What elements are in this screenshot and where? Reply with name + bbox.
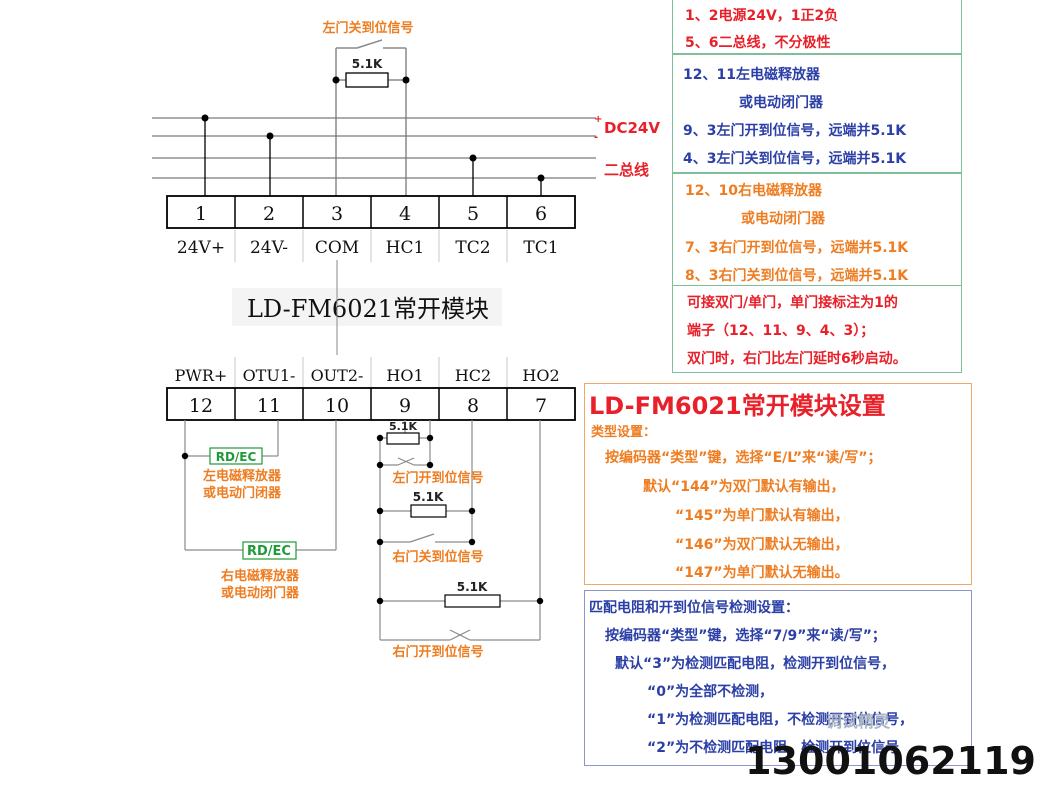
bottom-terminal-strip: PWR+ OTU1- OUT2- HO1 HC2 HO2 12 11 10 9 8 7 <box>166 357 576 421</box>
label-right-open: 右门开到位信号 <box>391 644 483 660</box>
bottom-terminal-number: 9 <box>399 395 411 417</box>
resistor-9 <box>386 432 420 445</box>
resistor-8 <box>410 504 447 518</box>
svg-text:-: - <box>594 132 598 143</box>
bottom-terminal-number: 10 <box>325 395 349 417</box>
label-right-release-2: 或电动闭门器 <box>221 585 300 601</box>
bottom-terminal-name: OUT2- <box>311 366 364 385</box>
svg-text:+: + <box>594 114 602 125</box>
top-terminal-number: 4 <box>399 203 411 225</box>
note-right-door: 12、10右电磁释放器 或电动闭门器 7、3右门开到位信号，远端并5.1K 8、… <box>672 173 962 286</box>
top-terminal-number: 6 <box>535 203 547 225</box>
note-power: 1、2电源24V，1正2负 5、6二总线，不分极性 <box>672 0 962 54</box>
bottom-terminal-number: 11 <box>257 395 281 417</box>
top-terminal-number: 5 <box>467 203 479 225</box>
label-dc24v: DC24V <box>604 119 660 137</box>
bus-lines <box>152 117 596 179</box>
bottom-terminal-number: 7 <box>535 395 547 417</box>
note-left-door: 12、11左电磁释放器 或电动闭门器 9、3左门开到位信号，远端并5.1K 4、… <box>672 54 962 173</box>
watermark-text: 调试精灵 <box>826 712 891 731</box>
resistor-top <box>345 72 389 88</box>
top-terminal-name: TC2 <box>455 238 490 258</box>
matching-box: 匹配电阻和开到位信号检测设置： 按编码器“类型”键，选择“7/9”来“读/写”；… <box>584 590 972 766</box>
note-single-double: 可接双门/单门，单门接标注为1的 端子（12、11、9、4、3）； 双门时，右门… <box>672 285 962 373</box>
top-terminal-name: COM <box>315 238 359 258</box>
rdec-left: RD/EC <box>216 450 257 464</box>
top-terminal-name: 24V- <box>250 238 288 258</box>
resistor-top-value: 5.1K <box>352 57 383 71</box>
resistor-7 <box>444 594 501 608</box>
phone-number: 13001062119 <box>745 739 1036 783</box>
label-left-open: 左门开到位信号 <box>392 470 483 486</box>
bottom-terminal-name: HC2 <box>455 366 491 385</box>
label-bus: 二总线 <box>604 161 649 179</box>
svg-text:5.1K: 5.1K <box>413 490 444 504</box>
label-left-door-closed-top: 左门关到位信号 <box>322 20 413 36</box>
bottom-terminal-number: 12 <box>189 395 213 417</box>
svg-text:5.1K: 5.1K <box>457 580 488 594</box>
bottom-terminal-name: HO2 <box>522 366 559 385</box>
svg-text:5.1K: 5.1K <box>389 420 417 433</box>
module-title: LD-FM6021常开模块 <box>247 295 489 323</box>
label-right-release-1: 右电磁释放器 <box>220 568 300 584</box>
bottom-terminal-number: 8 <box>467 395 479 417</box>
bottom-terminal-name: PWR+ <box>175 366 228 385</box>
switch-top <box>335 39 407 196</box>
settings-box: LD-FM6021常开模块设置 类型设置： 按编码器“类型”键，选择“E/L”来… <box>584 383 972 585</box>
top-terminal-name: HC1 <box>386 238 425 258</box>
label-right-closed: 右门关到位信号 <box>391 549 483 565</box>
top-terminal-number: 1 <box>195 203 207 225</box>
top-terminal-name: 24V+ <box>177 238 225 258</box>
bottom-terminal-name: OTU1- <box>243 366 296 385</box>
top-terminal-number: 3 <box>331 203 343 225</box>
label-left-release-1: 左电磁释放器 <box>203 468 282 484</box>
top-terminal-number: 2 <box>263 203 275 225</box>
bottom-terminal-name: HO1 <box>386 366 423 385</box>
rdec-right: RD/EC <box>247 544 291 559</box>
settings-title: LD-FM6021常开模块设置 <box>589 392 886 420</box>
settings-type-heading: 类型设置： <box>591 425 657 440</box>
label-left-release-2: 或电动门闭器 <box>203 485 282 501</box>
matching-heading: 匹配电阻和开到位信号检测设置： <box>589 600 799 616</box>
top-terminal-name: TC1 <box>523 238 558 258</box>
